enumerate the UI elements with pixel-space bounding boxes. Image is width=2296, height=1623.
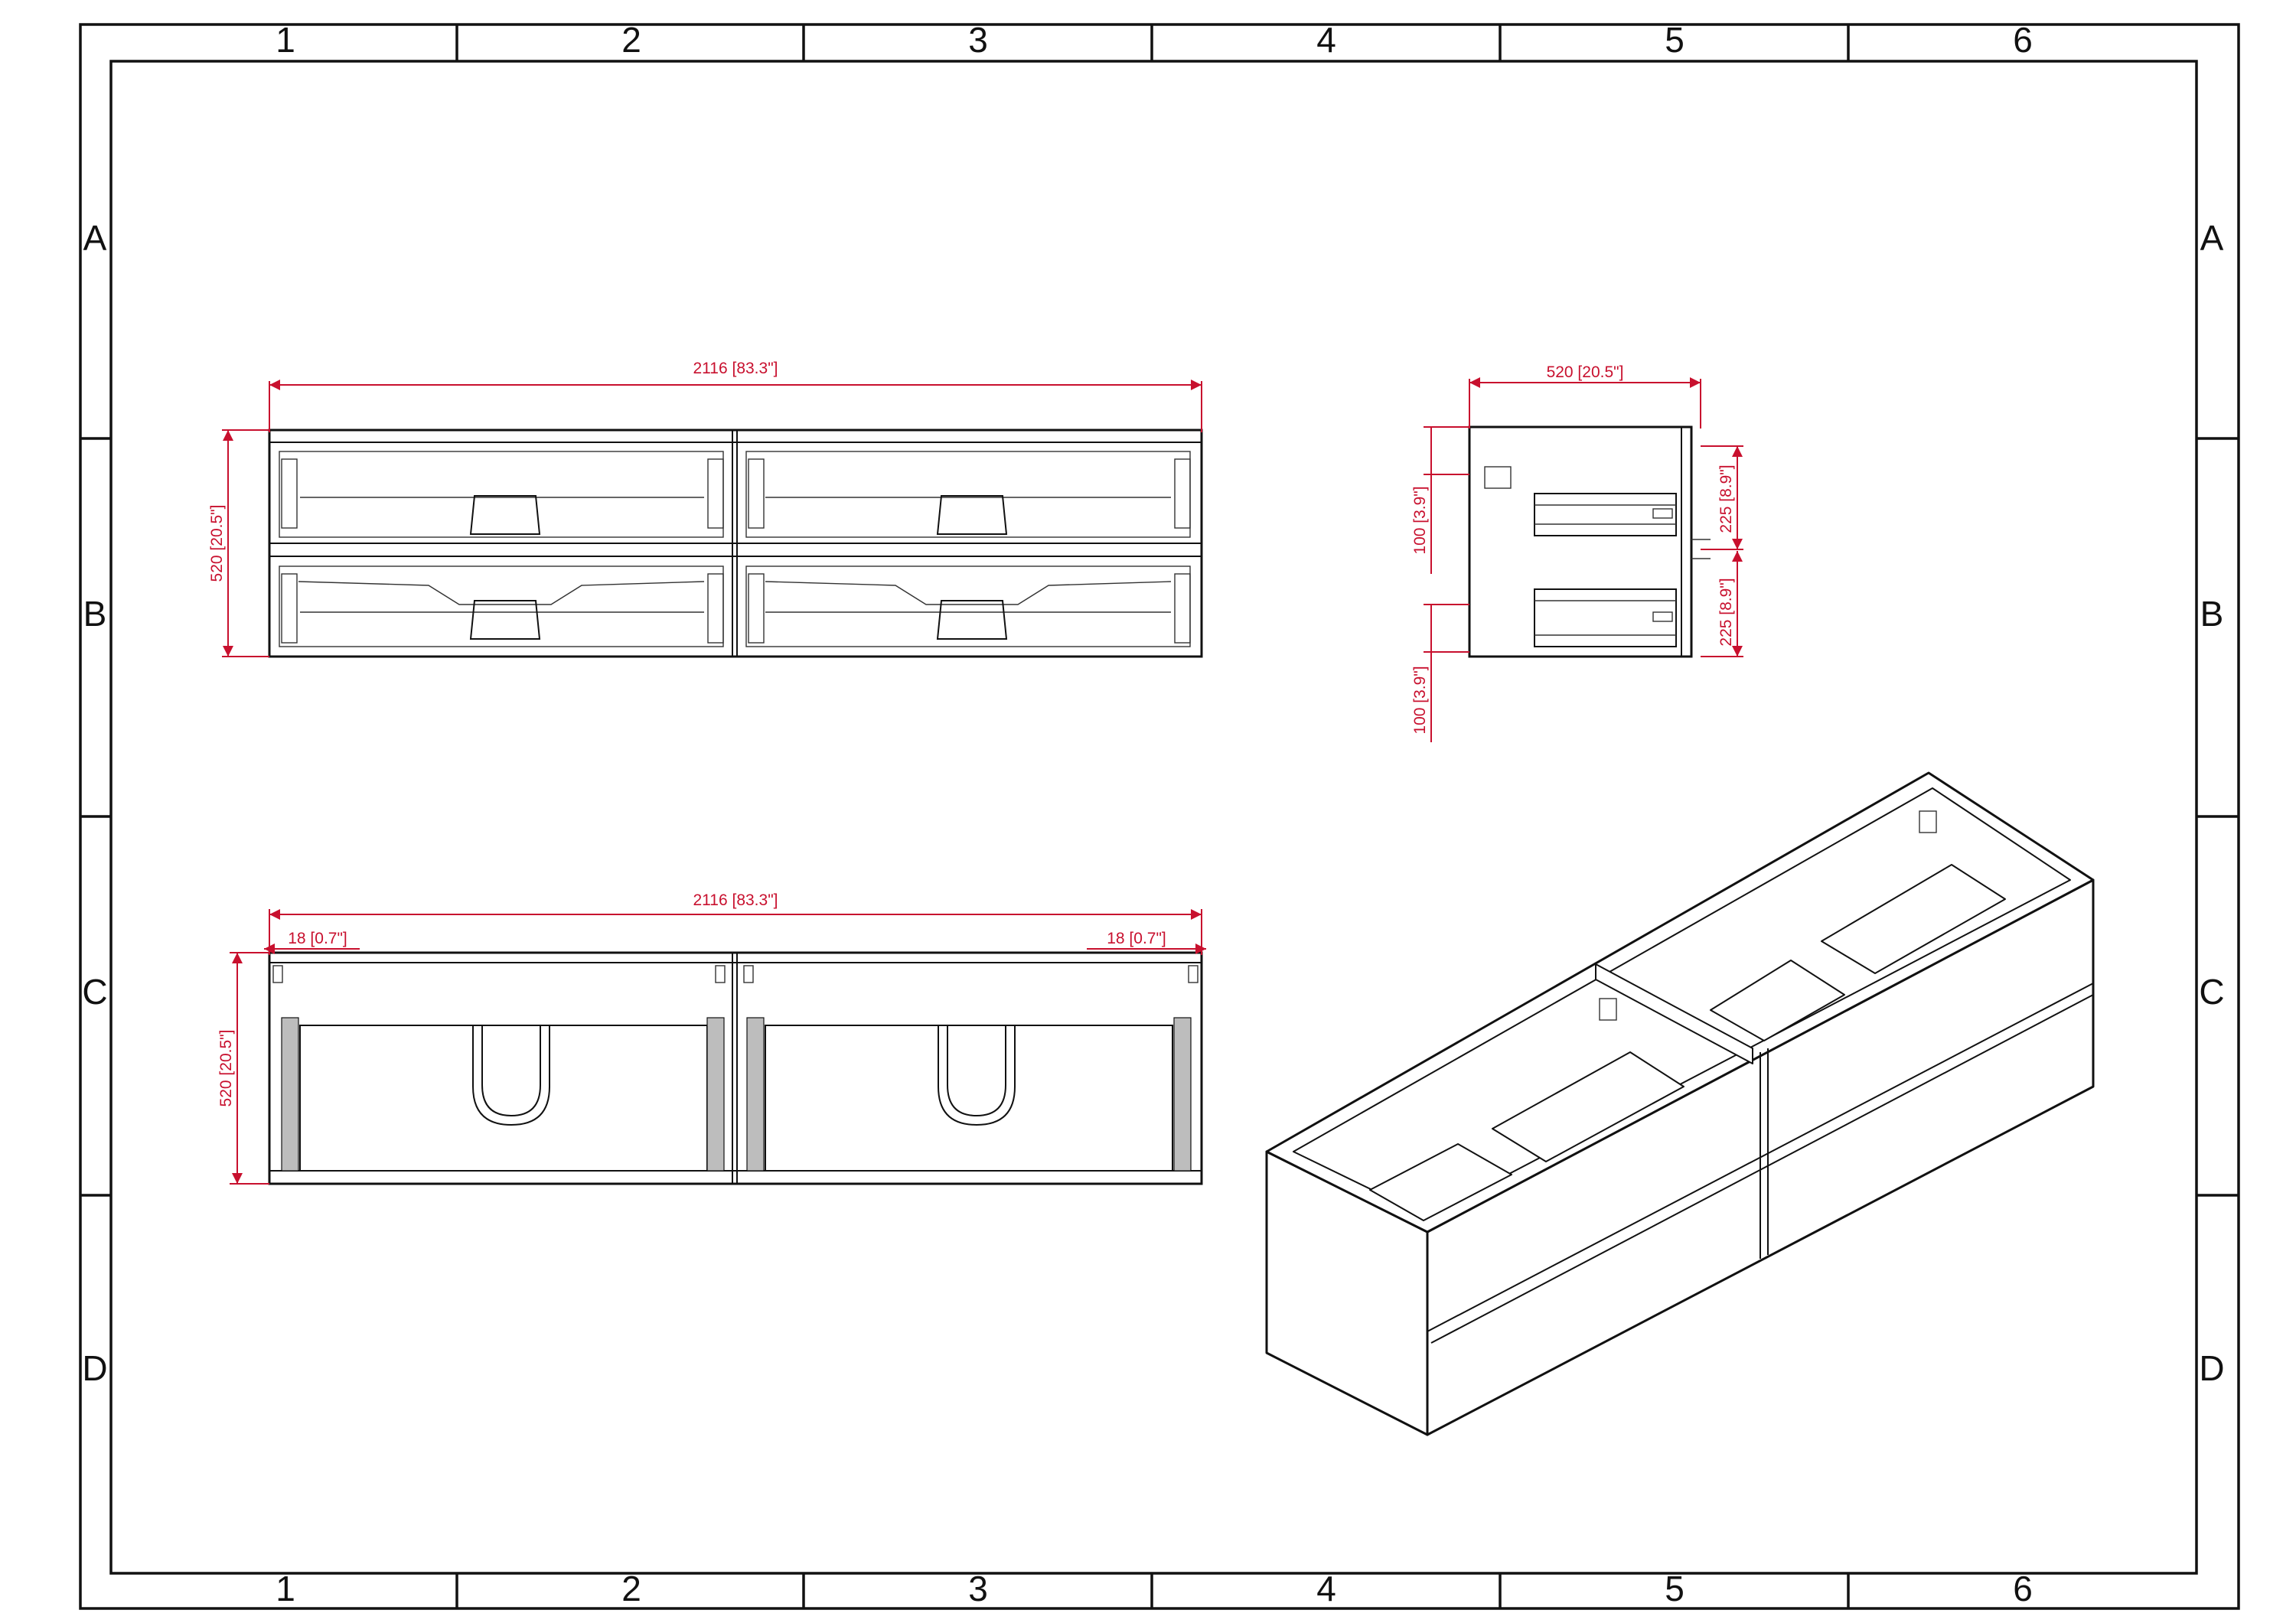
side-lower-gap-dimension: 100 [3.9"]: [1411, 604, 1469, 742]
top-view: [268, 951, 1203, 1185]
zone-col-label: 6: [2013, 1569, 2033, 1608]
top-left-panel-dimension: 18 [0.7"]: [264, 930, 360, 954]
zone-col-label: 2: [621, 20, 641, 60]
front-width-dimension: 2116 [83.3"]: [269, 360, 1202, 432]
front-height-dimension: 520 [20.5"]: [208, 429, 269, 657]
side-lower-drawer-dimension: 225 [8.9"]: [1701, 551, 1743, 657]
top-left-panel-label: 18 [0.7"]: [288, 930, 347, 947]
side-lower-drawer-label: 225 [8.9"]: [1717, 578, 1735, 646]
zone-labels-left: A B C D: [82, 218, 107, 1388]
zone-row-label: A: [83, 218, 107, 258]
zone-row-label: B: [2200, 594, 2224, 634]
side-depth-dimension: 520 [20.5"]: [1469, 363, 1701, 429]
top-width-dimension: 2116 [83.3"]: [269, 891, 1202, 955]
zone-row-label: B: [83, 594, 107, 634]
top-depth-dimension: 520 [20.5"]: [217, 952, 269, 1185]
front-view: [268, 429, 1203, 658]
zone-col-label: 5: [1665, 1569, 1684, 1608]
side-upper-gap-label: 100 [3.9"]: [1411, 486, 1429, 554]
zone-col-label: 3: [968, 1569, 988, 1608]
zone-row-label: A: [2200, 218, 2224, 258]
top-width-label: 2116 [83.3"]: [693, 891, 778, 909]
zone-col-label: 5: [1665, 20, 1684, 60]
zone-col-label: 1: [276, 1569, 295, 1608]
zone-col-label: 1: [276, 20, 295, 60]
side-view: [1468, 425, 1711, 658]
front-width-label: 2116 [83.3"]: [693, 360, 778, 377]
zone-row-label: C: [82, 972, 107, 1012]
side-upper-drawer-dimension: 225 [8.9"]: [1701, 445, 1743, 550]
top-right-panel-dimension: 18 [0.7"]: [1087, 930, 1206, 954]
zone-col-label: 6: [2013, 20, 2033, 60]
zone-row-label: D: [82, 1348, 107, 1388]
side-depth-label: 520 [20.5"]: [1547, 363, 1624, 381]
side-lower-gap-label: 100 [3.9"]: [1411, 666, 1429, 734]
zone-labels-right: A B C D: [2199, 218, 2224, 1388]
isometric-view: [1265, 771, 2095, 1436]
zone-col-label: 4: [1316, 20, 1336, 60]
side-upper-gap-dimension: 100 [3.9"]: [1411, 426, 1469, 574]
zone-labels-bottom: 1 2 3 4 5 6: [276, 1569, 2033, 1608]
side-upper-drawer-label: 225 [8.9"]: [1717, 464, 1735, 533]
zone-col-label: 2: [621, 1569, 641, 1608]
zone-row-label: C: [2199, 972, 2224, 1012]
zone-col-label: 4: [1316, 1569, 1336, 1608]
front-height-label: 520 [20.5"]: [208, 505, 226, 582]
top-right-panel-label: 18 [0.7"]: [1107, 930, 1166, 947]
sheet-frame: [79, 23, 2240, 1610]
zone-row-label: D: [2199, 1348, 2224, 1388]
top-depth-label: 520 [20.5"]: [217, 1030, 235, 1107]
zone-col-label: 3: [968, 20, 988, 60]
zone-labels-top: 1 2 3 4 5 6: [276, 20, 2033, 60]
